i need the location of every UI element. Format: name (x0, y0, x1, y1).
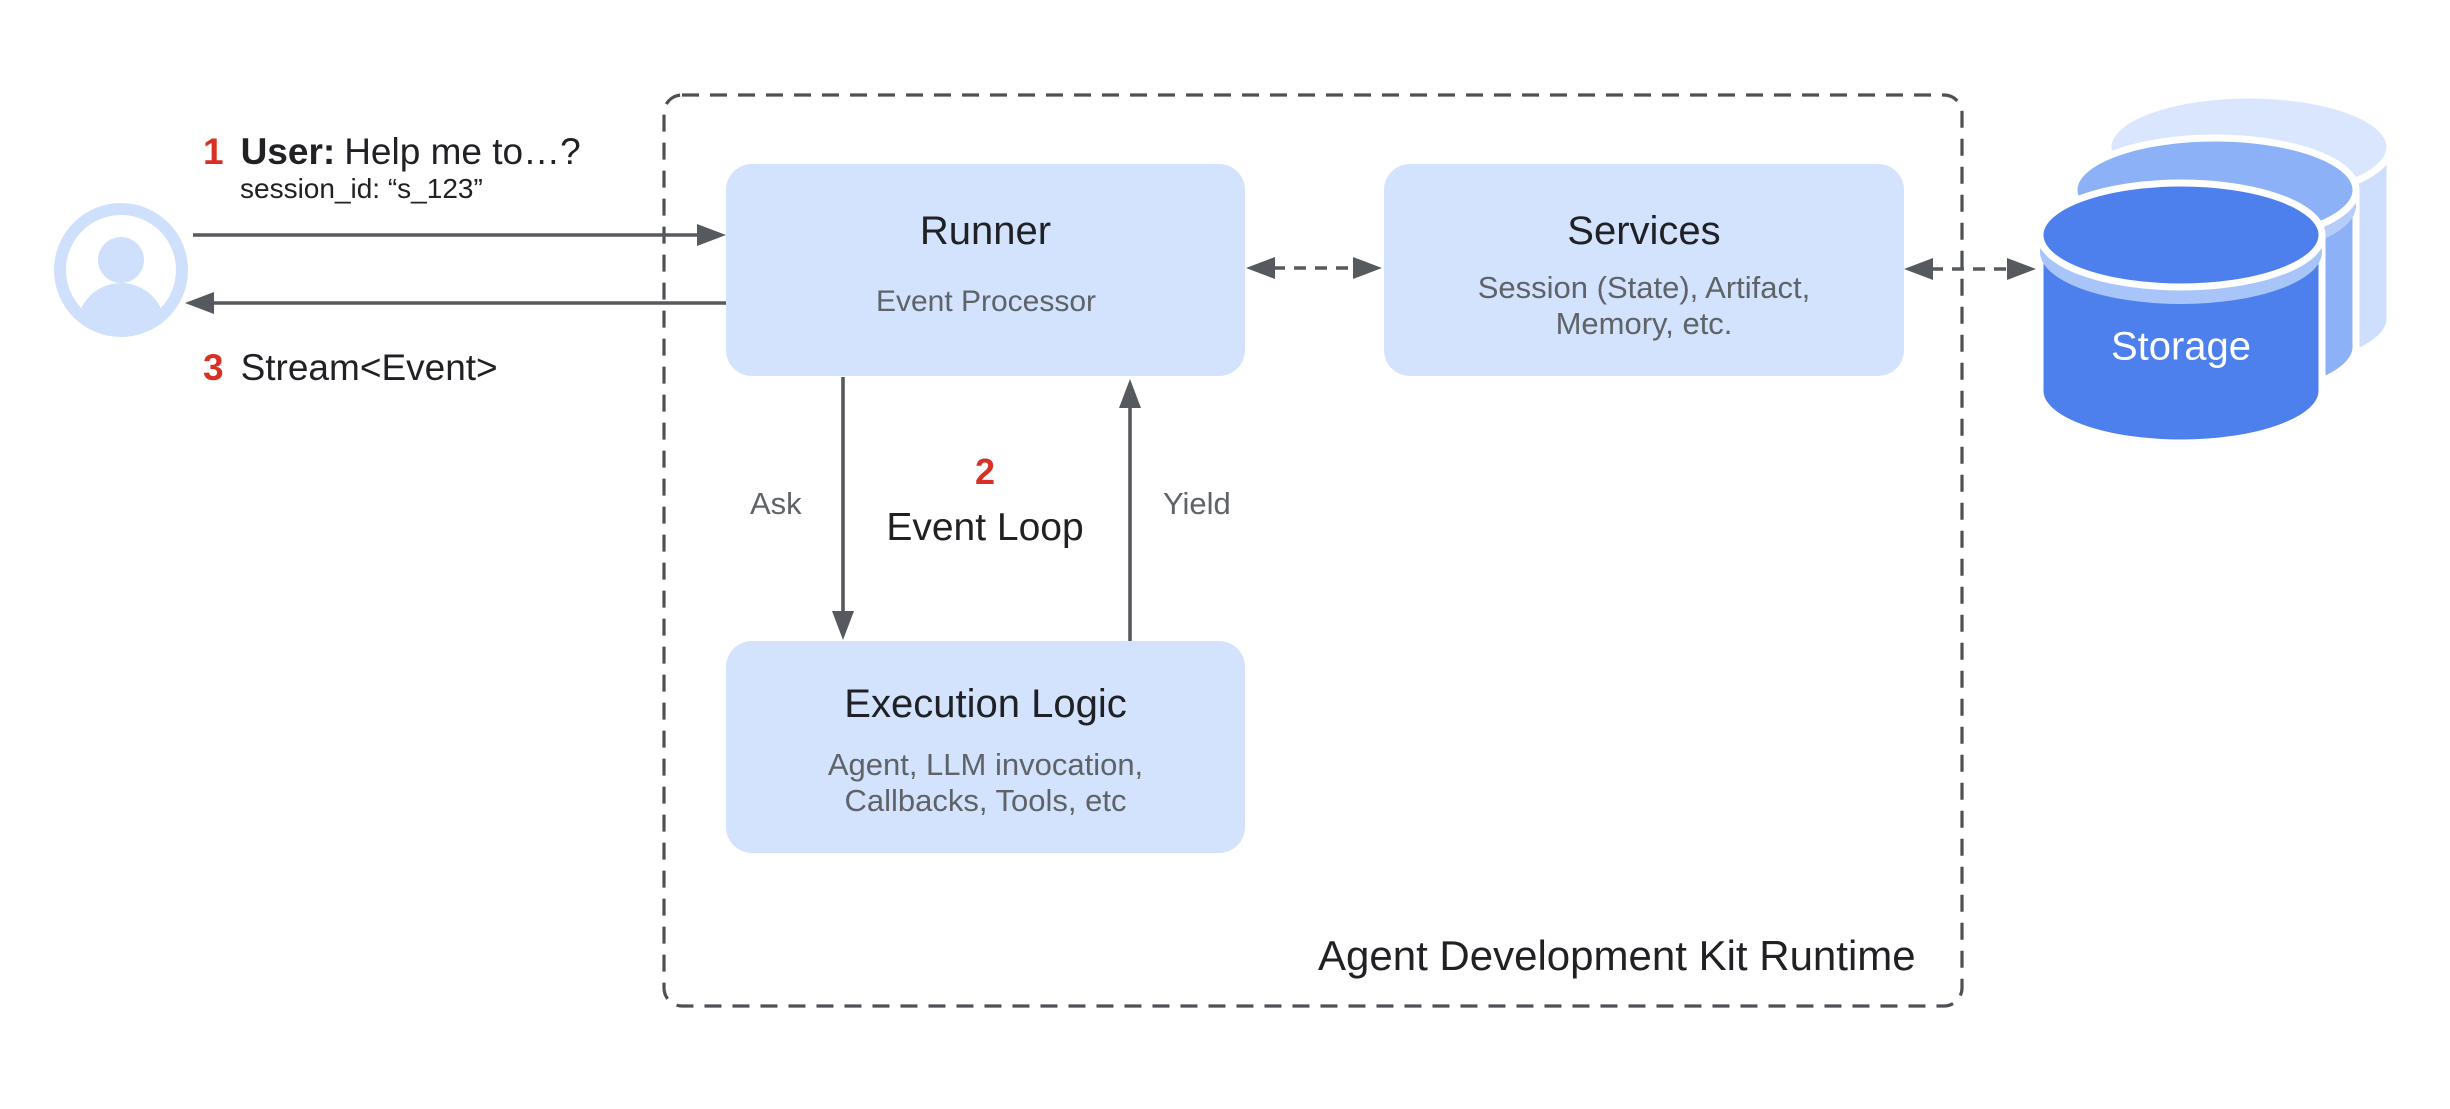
execution-subtitle-line1: Agent, LLM invocation, (827, 747, 1144, 782)
execution-logic-subtitle: Agent, LLM invocation, Callbacks, Tools,… (726, 747, 1245, 819)
step1-number: 1 (203, 131, 224, 172)
execution-logic-title: Execution Logic (844, 682, 1127, 726)
ask-label: Ask (750, 486, 802, 521)
arrow-user-to-runner (193, 224, 726, 246)
step1-label: 1 User: Help me to…? (203, 131, 581, 173)
event-loop-label: 2 Event Loop (886, 452, 1083, 549)
event-loop-text: Event Loop (886, 506, 1084, 549)
step2-number: 2 (974, 451, 996, 492)
runtime-dashed-border (662, 93, 1964, 1008)
arrow-runner-services (1246, 257, 1382, 279)
step3-number: 3 (203, 347, 224, 388)
arrow-yield-up (1119, 379, 1141, 641)
step3-label: 3 Stream<Event> (203, 347, 498, 389)
user-avatar-icon (54, 203, 188, 337)
services-subtitle: Session (State), Artifact, Memory, etc. (1384, 270, 1904, 342)
runtime-caption: Agent Development Kit Runtime (1318, 932, 1916, 979)
services-subtitle-line1: Session (State), Artifact, (1477, 270, 1811, 305)
storage-cylinders-icon (2036, 91, 2394, 447)
arrow-ask-down (832, 377, 854, 640)
avatar-head (98, 237, 144, 283)
avatar-shoulders (77, 283, 165, 325)
step1-message: Help me to…? (344, 131, 581, 172)
execution-subtitle-line2: Callbacks, Tools, etc (844, 783, 1127, 818)
step3-message: Stream<Event> (240, 347, 498, 388)
event-processor-label: Event Processor (875, 285, 1097, 318)
step1-actor: User: (240, 131, 336, 172)
arrow-services-storage (1904, 258, 2036, 280)
services-subtitle-line2: Memory, etc. (1555, 306, 1733, 341)
session-id-label: session_id: “s_123” (240, 173, 483, 204)
storage-label: Storage (2110, 324, 2252, 369)
runner-title: Runner (919, 209, 1052, 253)
execution-logic-node: Execution Logic Agent, LLM invocation, C… (726, 641, 1245, 853)
runner-node: Runner (726, 164, 1245, 376)
yield-label: Yield (1163, 486, 1231, 521)
arrow-runner-to-user (185, 292, 726, 314)
services-node: Services Session (State), Artifact, Memo… (1384, 164, 1904, 376)
services-title: Services (1567, 209, 1721, 253)
